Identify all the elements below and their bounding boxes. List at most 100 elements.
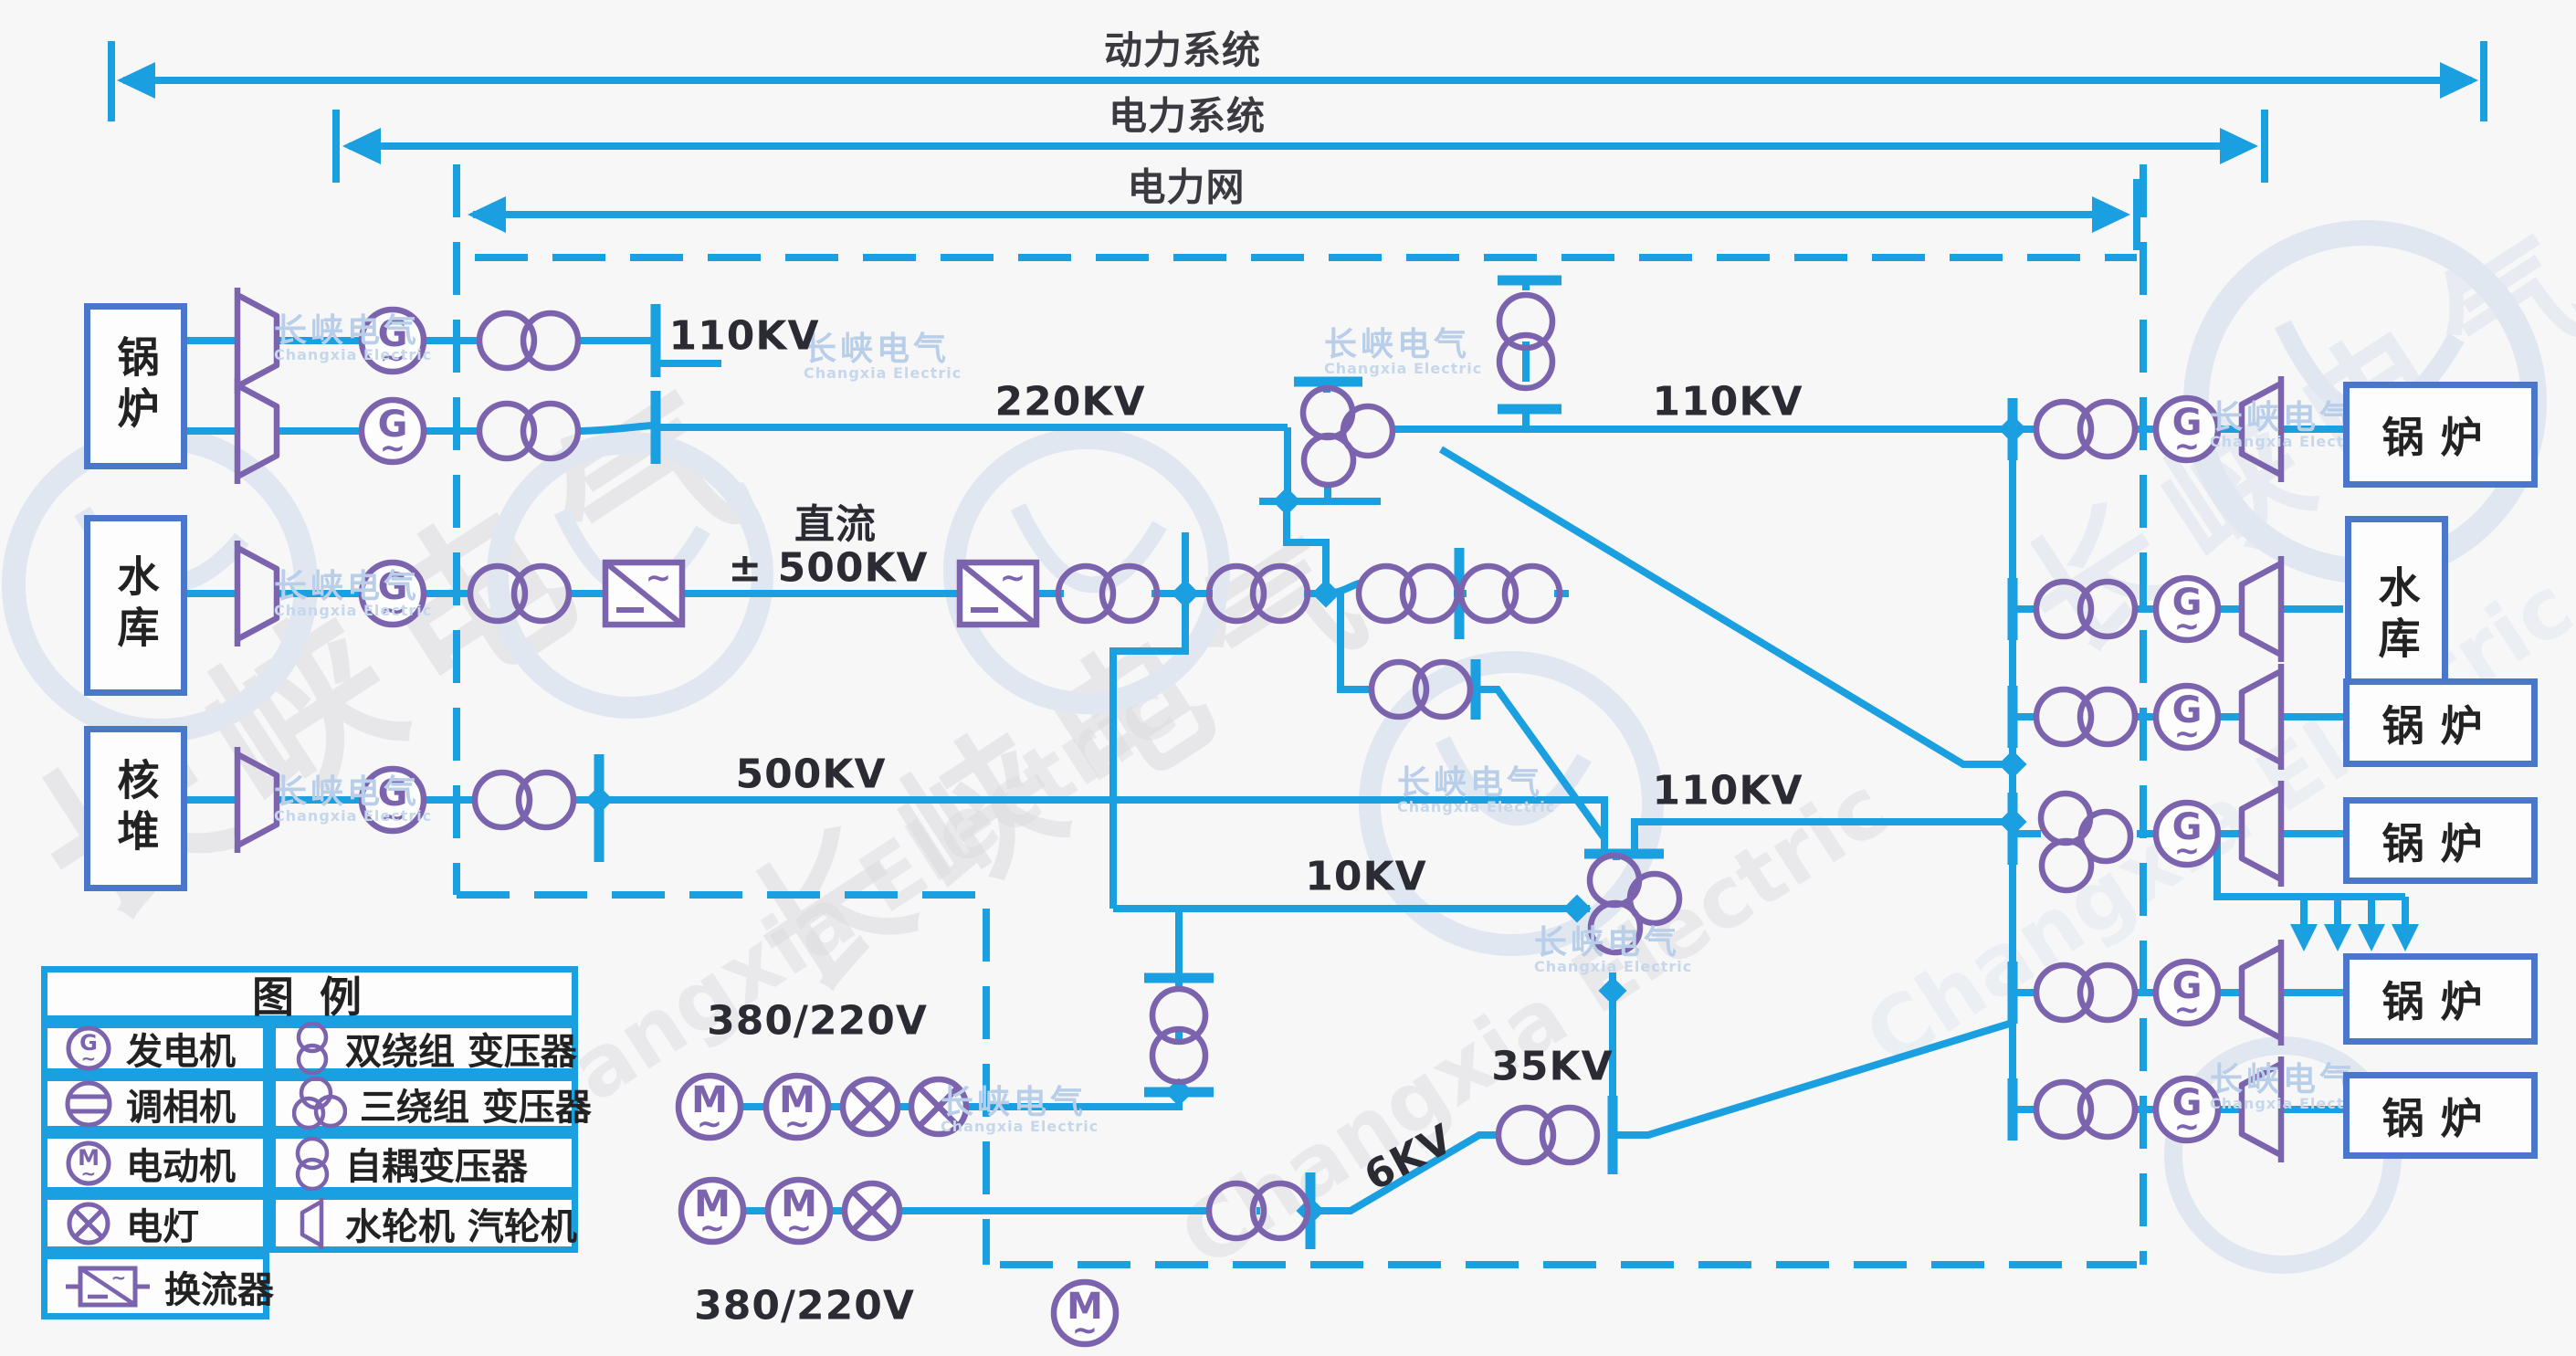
load-box-label: 水库 <box>2371 564 2422 667</box>
motor-icon <box>678 1076 741 1142</box>
legend-title: 图 例 <box>41 966 578 1022</box>
legend-item-label: 自耦变压器 <box>345 1145 528 1188</box>
legend-item-lamp: 电灯 <box>41 1193 269 1253</box>
legend-item-label: 电灯 <box>126 1205 199 1248</box>
voltage-500kv-label: 500KV <box>735 751 887 798</box>
load-box-boiler-1: 锅炉 <box>2343 382 2538 488</box>
header-electric-system-label: 电力系统 <box>1108 93 1267 139</box>
three-winding-transformer-icon <box>2041 794 2130 890</box>
synchronous-condenser-icon <box>65 1080 112 1127</box>
generator-icon: G∼ <box>66 1025 111 1071</box>
motor-icon: M∼ <box>66 1141 111 1185</box>
steam-turbine-icon <box>237 747 277 853</box>
load-box-label: 锅炉 <box>2381 700 2499 751</box>
load-arrows <box>2290 924 2419 951</box>
load-box-boiler-2: 锅炉 <box>2343 678 2538 767</box>
load-box-label: 锅炉 <box>2381 977 2499 1026</box>
transformer-icon <box>2036 402 2135 457</box>
legend-title-text: 图 例 <box>251 972 367 1022</box>
voltage-110kv-top-label: 110KV <box>1652 378 1803 426</box>
steam-turbine-icon <box>2242 781 2281 887</box>
three-winding-transformer-icon <box>292 1076 347 1130</box>
voltage-220kv-label: 220KV <box>994 378 1146 426</box>
transformer-icon <box>2036 582 2135 636</box>
source-box-reactor: 核堆 <box>84 726 187 891</box>
legend-item-label: 调相机 <box>126 1086 236 1129</box>
converter-icon <box>960 560 1036 625</box>
source-box-label: 水库 <box>110 554 161 657</box>
turbine-icon <box>300 1197 324 1249</box>
svg-text:∼: ∼ <box>111 1267 127 1288</box>
svg-text:∼: ∼ <box>81 1162 97 1184</box>
steam-turbine-icon <box>2242 1056 2281 1162</box>
generator-icon <box>2156 578 2218 645</box>
legend-item-converter: ∼ 换流器 <box>41 1253 274 1319</box>
legend-item-turbine: 水轮机 汽轮机 <box>269 1193 578 1253</box>
transformer-icon <box>1359 566 1457 621</box>
steam-turbine-icon <box>2242 940 2281 1046</box>
legend-item-label: 双绕组 变压器 <box>345 1031 577 1073</box>
legend-item-label: 发电机 <box>126 1031 236 1073</box>
hydro-turbine-icon <box>2242 556 2281 662</box>
generator-icon <box>362 400 424 467</box>
legend-item-autotransformer: 自耦变压器 <box>269 1132 578 1193</box>
two-winding-transformer-icon <box>296 1022 329 1075</box>
source-box-boiler: 锅炉 <box>84 303 187 469</box>
legend-item-two-winding-transformer: 双绕组 变压器 <box>269 1022 578 1075</box>
load-box-label: 锅炉 <box>2381 1093 2499 1143</box>
legend-item-three-winding-transformer: 三绕组 变压器 <box>269 1075 592 1132</box>
generator-icon <box>362 562 424 629</box>
voltage-380-220v-top-label: 380/220V <box>707 997 928 1045</box>
svg-text:∼: ∼ <box>81 1047 97 1069</box>
steam-turbine-icon <box>2242 664 2281 770</box>
transformer-icon <box>475 773 573 827</box>
autotransformer-icon <box>295 1136 330 1191</box>
voltage-500kv-dc-label: ± 500KV <box>728 544 929 592</box>
generator-icon <box>2156 1078 2218 1145</box>
generator-icon <box>362 769 424 836</box>
load-box-boiler-3: 锅炉 <box>2343 797 2538 884</box>
hydro-turbine-icon <box>237 541 277 646</box>
steam-turbine-icon <box>237 288 277 394</box>
voltage-110kv-left-label: 110KV <box>668 312 820 360</box>
generator-icon <box>362 310 424 376</box>
voltage-110kv-mid-label: 110KV <box>1652 767 1803 815</box>
voltage-35kv-label: 35KV <box>1491 1043 1614 1090</box>
transformer-icon <box>479 313 578 368</box>
generator-icon <box>2156 686 2218 752</box>
transformer-icon <box>2036 1082 2135 1137</box>
legend-item-label: 换流器 <box>164 1268 274 1311</box>
three-winding-transformer-icon <box>1590 856 1679 952</box>
legend-item-label: 三绕组 变压器 <box>360 1086 592 1129</box>
legend-item-label: 电动机 <box>126 1145 236 1188</box>
grid-boundary-dashed <box>453 164 2147 1268</box>
legend-item-condenser: 调相机 <box>41 1075 269 1132</box>
converter-icon <box>605 560 682 625</box>
load-box-boiler-5: 锅炉 <box>2343 1072 2538 1159</box>
svg-text:M: M <box>78 1145 100 1171</box>
legend-item-generator: G∼ 发电机 <box>41 1022 269 1075</box>
lamp-icon <box>845 1183 899 1238</box>
source-box-label: 锅炉 <box>110 335 161 437</box>
motor-icon <box>681 1180 743 1246</box>
lamp-icon <box>67 1202 110 1245</box>
transformer-icon <box>2036 689 2135 744</box>
steam-turbine-icon <box>2242 376 2281 482</box>
source-box-reservoir: 水库 <box>84 515 187 696</box>
dimension-lines <box>108 41 2487 250</box>
converter-icon: ∼ <box>66 1266 150 1307</box>
motor-icon <box>1054 1282 1116 1349</box>
transformer-icon <box>470 566 569 621</box>
legend-item-label: 水轮机 汽轮机 <box>345 1205 577 1248</box>
transformer-icon <box>1498 1108 1597 1162</box>
motor-icon <box>768 1180 830 1246</box>
transformer-icon <box>1461 566 1560 621</box>
header-power-system-label: 动力系统 <box>1103 27 1262 73</box>
voltage-380-220v-bottom-label: 380/220V <box>694 1282 915 1330</box>
generator-icon <box>2156 398 2218 465</box>
svg-text:G: G <box>79 1030 98 1056</box>
lamp-icon <box>843 1079 898 1134</box>
dc-label: 直流 <box>794 501 877 548</box>
three-winding-transformer-icon <box>1303 388 1393 485</box>
